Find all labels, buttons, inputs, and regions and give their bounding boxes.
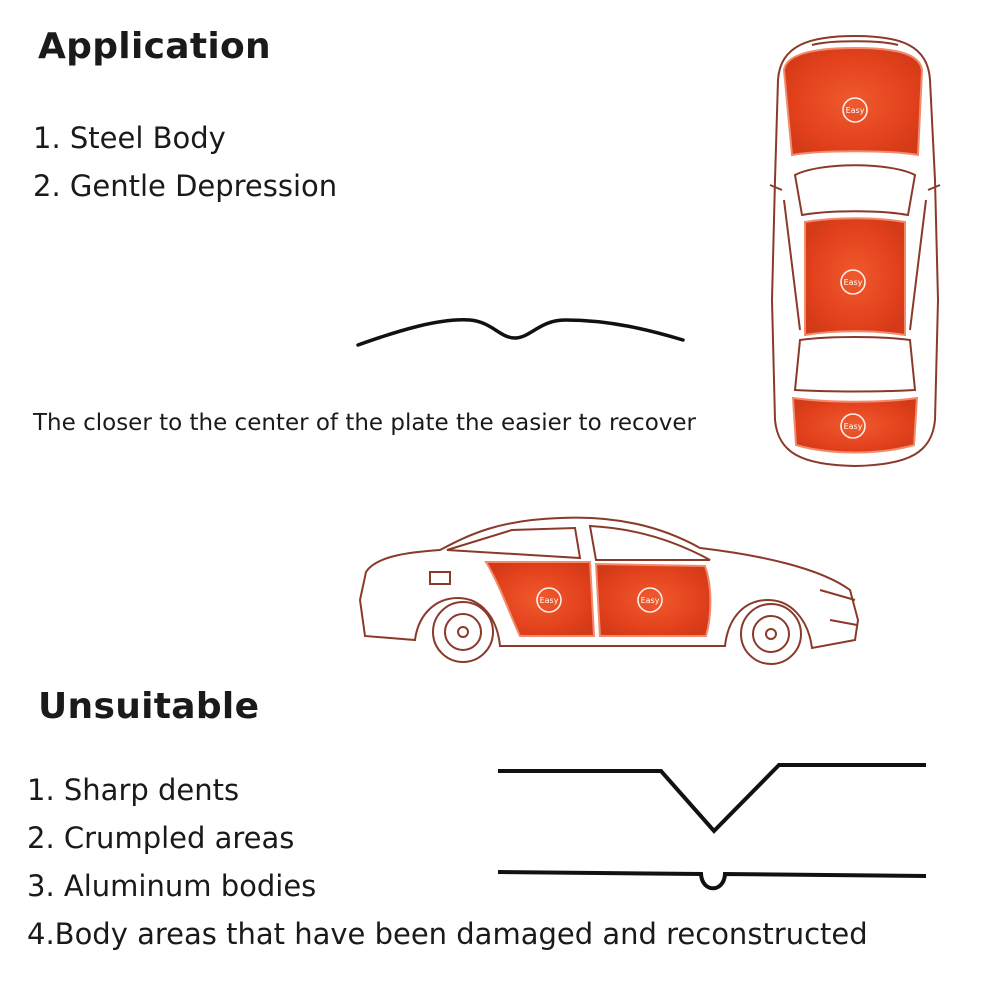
easy-badge-front-door: Easy — [637, 587, 663, 613]
sharp-dent-profile — [498, 763, 926, 834]
svg-text:Easy: Easy — [540, 596, 559, 605]
svg-text:Easy: Easy — [641, 596, 660, 605]
gentle-depression-curve — [356, 318, 685, 347]
svg-text:Easy: Easy — [846, 106, 865, 115]
repair-zone-front-door — [594, 562, 712, 637]
application-item-steel-body: 1. Steel Body — [33, 121, 226, 155]
easy-badge-hood: Easy — [842, 97, 868, 123]
repair-zone-trunk — [791, 396, 919, 454]
svg-text:Easy: Easy — [844, 278, 863, 287]
repair-zone-hood — [782, 46, 924, 157]
crease-dent-profile — [497, 870, 927, 891]
application-item-gentle-depression: 2. Gentle Depression — [33, 169, 338, 203]
application-heading: Application — [38, 26, 271, 67]
repair-zone-roof — [804, 217, 906, 337]
easy-badge-trunk: Easy — [840, 413, 866, 439]
easy-badge-rear-door: Easy — [536, 587, 562, 613]
svg-text:Easy: Easy — [844, 422, 863, 431]
unsuitable-item-sharp-dents: 1. Sharp dents — [27, 773, 240, 807]
easy-badge-roof: Easy — [840, 269, 866, 295]
unsuitable-item-aluminum-bodies: 3. Aluminum bodies — [27, 869, 317, 903]
repair-zone-rear-door — [484, 561, 596, 637]
unsuitable-item-reconstructed-areas: 4.Body areas that have been damaged and … — [27, 917, 868, 951]
unsuitable-heading: Unsuitable — [38, 686, 260, 727]
unsuitable-item-crumpled-areas: 2. Crumpled areas — [27, 821, 295, 855]
recovery-note: The closer to the center of the plate th… — [33, 410, 696, 436]
